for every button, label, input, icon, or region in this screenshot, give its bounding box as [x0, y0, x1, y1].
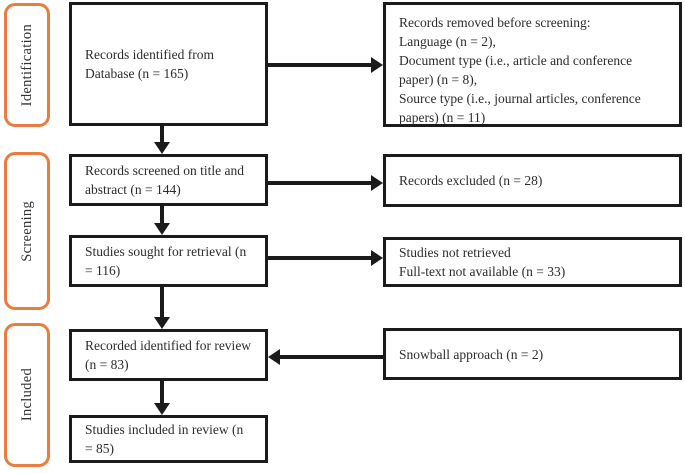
box-snowball-approach: Snowball approach (n = 2)	[383, 328, 682, 380]
arrow-sought-to-review	[160, 287, 164, 319]
box-studies-included: Studies included in review (n = 85)	[69, 415, 268, 463]
arrow-screened-to-excluded	[268, 181, 371, 185]
stage-label-identification: Identification	[4, 3, 50, 127]
arrowhead-down-icon	[154, 223, 170, 235]
arrowhead-down-icon	[154, 403, 170, 415]
arrow-sought-to-notretrieved	[268, 256, 371, 260]
box-studies-sought: Studies sought for retrieval (n = 116)	[69, 235, 268, 287]
arrowhead-left-icon	[268, 349, 280, 365]
arrow-screened-to-sought	[160, 206, 164, 224]
box-records-excluded: Records excluded (n = 28)	[383, 154, 682, 207]
stage-label-text: Screening	[18, 200, 35, 262]
arrowhead-right-icon	[371, 57, 383, 73]
arrow-review-to-included	[160, 381, 164, 405]
box-records-removed: Records removed before screening: Langua…	[383, 2, 682, 127]
box-records-identified-for-review: Recorded identified for review (n = 83)	[69, 329, 268, 381]
arrow-snowball-to-review	[280, 355, 384, 359]
arrowhead-right-icon	[371, 250, 383, 266]
box-records-identified: Records identified from Database (n = 16…	[69, 2, 268, 126]
box-records-screened: Records screened on title and abstract (…	[69, 154, 268, 206]
arrowhead-right-icon	[371, 175, 383, 191]
stage-label-screening: Screening	[4, 152, 50, 310]
box-studies-not-retrieved: Studies not retrieved Full-text not avai…	[383, 237, 682, 287]
stage-label-included: Included	[4, 323, 50, 467]
stage-label-text: Identification	[18, 23, 35, 107]
arrow-identified-to-screened	[160, 126, 164, 144]
stage-label-text: Included	[18, 368, 35, 422]
arrow-identified-to-removed	[268, 63, 371, 67]
arrowhead-down-icon	[154, 142, 170, 154]
arrowhead-down-icon	[154, 317, 170, 329]
